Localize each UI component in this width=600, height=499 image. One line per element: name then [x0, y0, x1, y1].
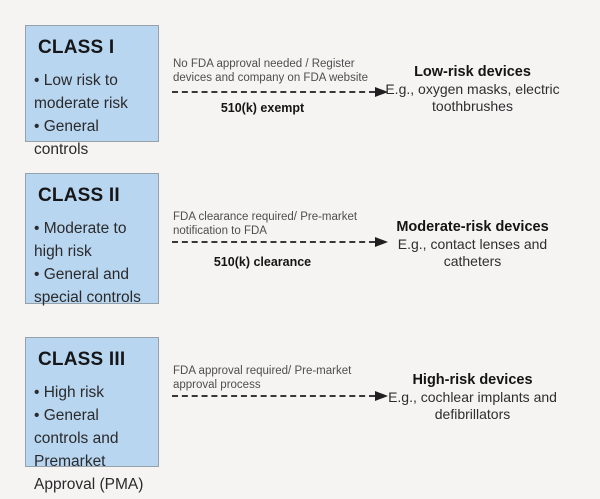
class-1-dashed-arrow-icon — [172, 87, 388, 97]
class-1-pathway-text: No FDA approval needed / Register device… — [173, 58, 368, 84]
arrow-head-icon — [375, 237, 388, 247]
class-2-dashed-arrow-icon — [172, 237, 388, 247]
class-1-outcome-title: Low-risk devices — [414, 64, 531, 80]
class-2-bullet: • Moderate to high risk — [34, 220, 127, 260]
class-1-outcome: Low-risk devices E.g., oxygen masks, ele… — [370, 64, 575, 115]
arrow-head-icon — [375, 87, 388, 97]
class-2-outcome: Moderate-risk devices E.g., contact lens… — [370, 219, 575, 270]
class-1-box: CLASS I • Low risk to moderate risk • Ge… — [25, 25, 159, 158]
class-2-pathway-text: FDA clearance required/ Pre-market notif… — [173, 211, 358, 237]
class-1-title: CLASS I — [38, 37, 115, 58]
class-2-title: CLASS II — [38, 185, 120, 206]
class-2-pathway-label: 510(k) clearance — [213, 255, 312, 269]
class-3-box: CLASS III • High risk • General controls… — [25, 337, 159, 493]
class-1-pathway-label: 510(k) exempt — [220, 101, 305, 115]
class-1-bullet: • General controls — [34, 118, 99, 158]
class-2-bullet: • General and special controls — [34, 266, 141, 306]
class-3-outcome-title: High-risk devices — [412, 372, 533, 388]
class-2-outcome-examples: E.g., contact lenses and catheters — [397, 236, 548, 269]
class-3-title: CLASS III — [38, 349, 126, 370]
class-3-pathway-text: FDA approval required/ Pre-market approv… — [173, 365, 352, 391]
class-3-outcome-examples: E.g., cochlear implants and defibrillato… — [388, 389, 557, 422]
class-1-outcome-examples: E.g., oxygen masks, electric toothbrushe… — [385, 81, 560, 114]
class-3-bullet: • High risk — [34, 384, 105, 401]
class-2-outcome-title: Moderate-risk devices — [396, 219, 549, 235]
class-3-outcome: High-risk devices E.g., cochlear implant… — [370, 372, 575, 423]
class-3-dashed-arrow-icon — [172, 391, 388, 401]
arrow-head-icon — [375, 391, 388, 401]
class-2-box: CLASS II • Moderate to high risk • Gener… — [25, 173, 159, 306]
class-1-bullet: • Low risk to moderate risk — [34, 72, 128, 112]
class-3-bullet: • General controls and Premarket Approva… — [34, 407, 144, 493]
